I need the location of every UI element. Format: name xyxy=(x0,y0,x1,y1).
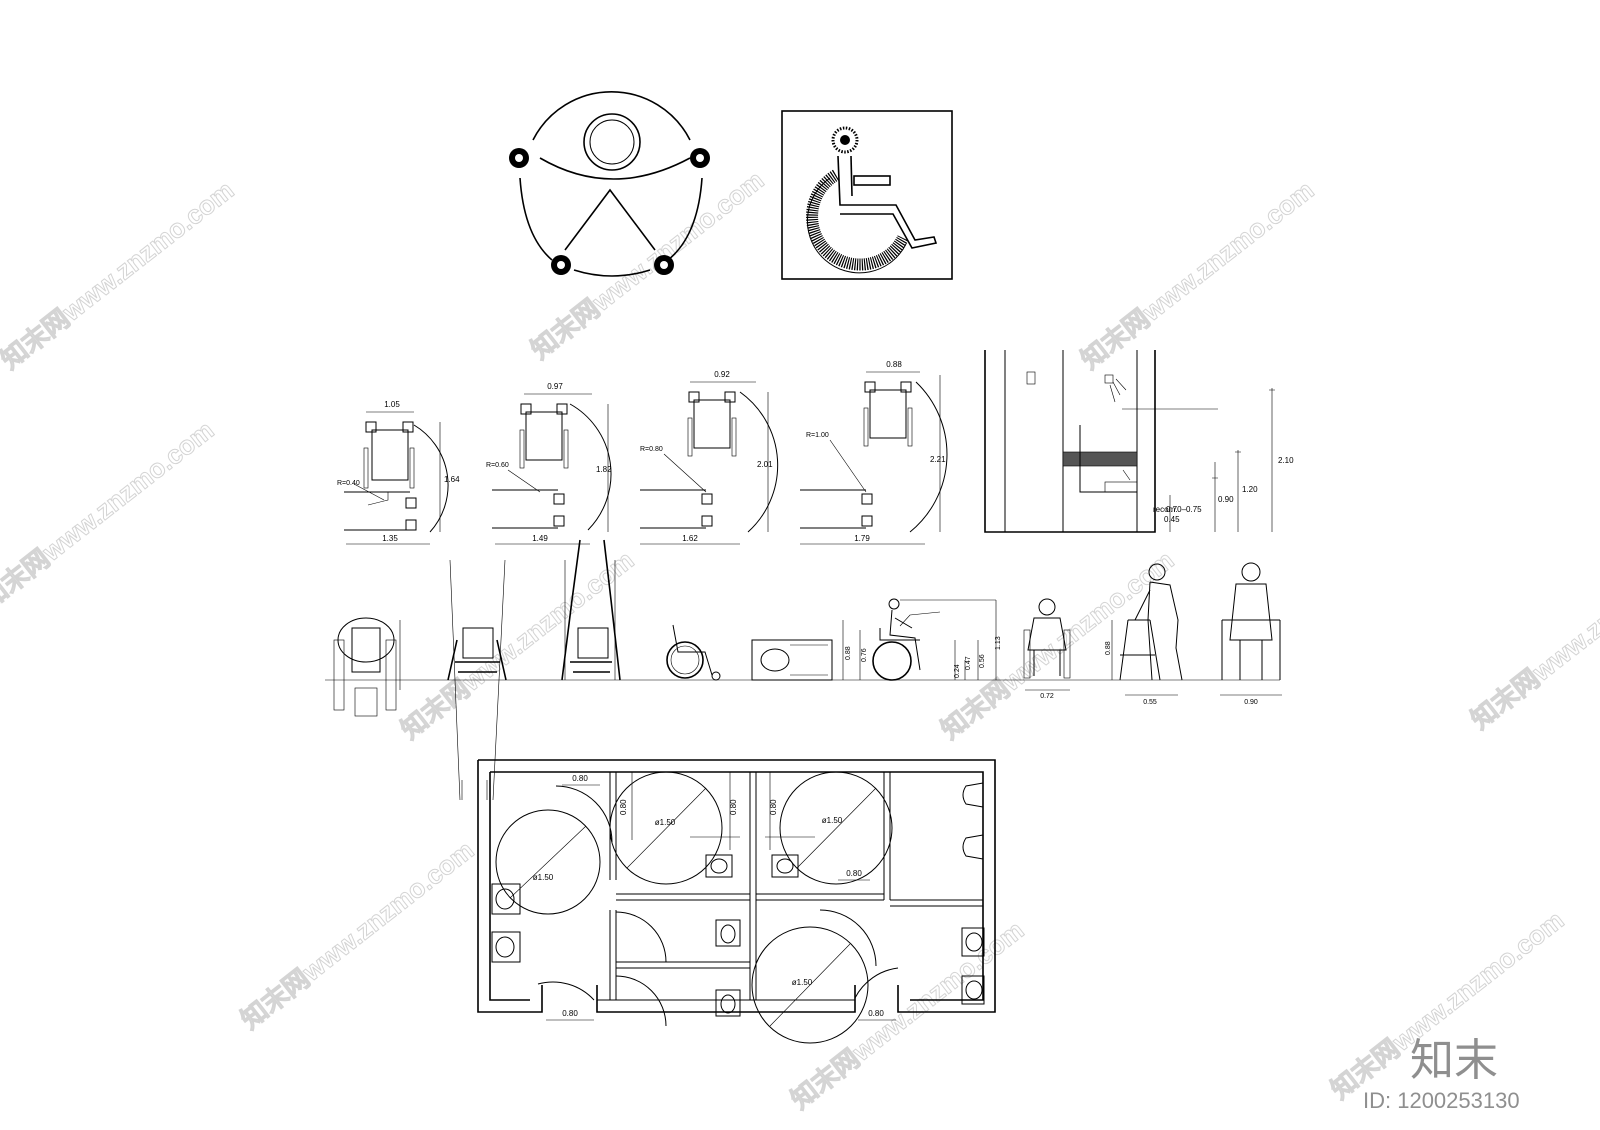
turning-study-1: 1.05 1.64 1.35 R=0.40 xyxy=(337,400,460,545)
walker-side-width: 0.55 xyxy=(1143,699,1157,706)
plan-door-5: 0.80 xyxy=(562,1009,578,1018)
brand: 知末 ID: 1200253130 xyxy=(1363,1035,1520,1113)
watermark-3: 知末网www.znzmo.com xyxy=(1075,175,1319,375)
watermark-4: 知末网www.znzmo.com xyxy=(0,415,219,615)
walker-side-height: 0.88 xyxy=(1105,641,1112,655)
turning-3-height: 2.01 xyxy=(757,460,773,469)
wheelchair-side-dim-0-76: 0.76 xyxy=(861,648,868,662)
turning-4-radius: R=1.00 xyxy=(806,432,829,439)
urinal-1 xyxy=(962,782,984,808)
turning-2-height: 1.82 xyxy=(596,465,612,474)
turning-1-height: 1.64 xyxy=(444,475,460,484)
turning-4-width: 0.88 xyxy=(886,360,902,369)
shower-dim-2-10: 2.10 xyxy=(1278,456,1294,465)
turning-study-4: 0.88 2.21 1.79 R=1.00 xyxy=(800,360,948,545)
shower-dim-1-20: 1.20 xyxy=(1242,485,1258,494)
lavatory-3 xyxy=(961,927,985,957)
turning-1-depth: 1.35 xyxy=(382,534,398,543)
person-seated-front: 0.72 xyxy=(1023,598,1071,700)
watermark-9: 知末网www.znzmo.com xyxy=(785,915,1029,1115)
watermark-1: 知末网www.znzmo.com xyxy=(0,175,239,375)
wheelchair-side-view xyxy=(666,624,721,681)
lavatory-1 xyxy=(491,883,521,915)
wheelchair-front-view-2 xyxy=(561,539,621,681)
turning-3-radius: R=0.80 xyxy=(640,446,663,453)
turning-study-2: 0.97 1.82 1.49 R=0.60 xyxy=(486,382,612,545)
turning-studies: 1.05 1.64 1.35 R=0.40 0.97 1.82 1.49 R=0… xyxy=(337,360,948,545)
plan-door-6: 0.80 xyxy=(868,1009,884,1018)
lavatory-4 xyxy=(961,975,985,1005)
turning-study-3: 0.92 2.01 1.62 R=0.80 xyxy=(640,370,779,545)
plan-circle-2: ø1.50 xyxy=(655,818,676,827)
turning-2-radius: R=0.60 xyxy=(486,462,509,469)
urinal-2 xyxy=(962,834,984,860)
plan-door-4: 0.80 xyxy=(846,869,862,878)
wheelchair-side-dim-0-24: 0.24 xyxy=(954,664,961,678)
shower-dim-0-45: 0.45 xyxy=(1164,515,1180,524)
shower-recom-label: recom. xyxy=(1153,505,1177,514)
shower-dim-0-70-0-75: 0.70–0.75 xyxy=(1166,505,1202,514)
turning-2-width: 0.97 xyxy=(547,382,563,391)
plan-circle-4: ø1.50 xyxy=(792,978,813,987)
wheelchair-side-dim-0-56: 0.56 xyxy=(979,654,986,668)
person-walker-front: 0.90 xyxy=(1220,562,1282,706)
seated-front-width: 0.72 xyxy=(1040,693,1054,700)
watermark-8: 知末网www.znzmo.com xyxy=(235,835,479,1035)
turning-1-width: 1.05 xyxy=(384,400,400,409)
toilet-1 xyxy=(705,854,733,878)
lavatory-2 xyxy=(491,931,521,963)
plan-door-7: 0.80 xyxy=(572,774,588,783)
turning-2-depth: 1.49 xyxy=(532,534,548,543)
plan-circle-3: ø1.50 xyxy=(822,816,843,825)
toilet-2 xyxy=(771,854,799,878)
shower-dim-0-90: 0.90 xyxy=(1218,495,1234,504)
plan-door-1: 0.80 xyxy=(619,799,628,815)
wheelchair-views: 1.13 0.88 0.76 0.47 0.56 0.24 0.72 0.88 … xyxy=(325,539,1282,801)
brand-id-text: ID: 1200253130 xyxy=(1363,1088,1520,1113)
wheelchair-top-horizontal xyxy=(751,639,833,681)
watermark-6: 知末网www.znzmo.com xyxy=(935,545,1179,745)
brand-logo-text: 知末 xyxy=(1410,1035,1498,1086)
wheelchair-top-view xyxy=(333,617,401,717)
person-walker-side: 0.88 0.55 xyxy=(1105,563,1183,706)
turning-3-width: 0.92 xyxy=(714,370,730,379)
accessibility-symbol-icon xyxy=(509,91,710,277)
turning-4-height: 2.21 xyxy=(930,455,946,464)
wheelchair-side-dim-0-47: 0.47 xyxy=(965,656,972,670)
turning-1-radius: R=0.40 xyxy=(337,480,360,487)
plan-door-2: 0.80 xyxy=(729,799,738,815)
wheelchair-side-dim-0-88: 0.88 xyxy=(845,646,852,660)
restroom-floor-plan: ø1.50 ø1.50 ø1.50 ø1.50 xyxy=(477,759,996,1044)
shower-elevation: 2.10 1.20 0.90 0.70–0.75 recom. 0.45 xyxy=(984,350,1294,533)
wheelchair-side-dim-1-13: 1.13 xyxy=(995,636,1002,650)
wheelchair-sign-icon xyxy=(781,110,953,280)
watermark-5: 知末网www.znzmo.com xyxy=(395,545,639,745)
turning-3-depth: 1.62 xyxy=(682,534,698,543)
toilet-4 xyxy=(715,989,741,1017)
plan-door-3: 0.80 xyxy=(769,799,778,815)
toilet-3 xyxy=(715,919,741,947)
watermark-7: 知末网www.znzmo.com xyxy=(1465,535,1600,735)
person-wheelchair-side: 1.13 0.88 0.76 0.47 0.56 0.24 xyxy=(842,598,1002,681)
plan-circle-1: ø1.50 xyxy=(533,873,554,882)
turning-4-depth: 1.79 xyxy=(854,534,870,543)
walker-front-width: 0.90 xyxy=(1244,699,1258,706)
